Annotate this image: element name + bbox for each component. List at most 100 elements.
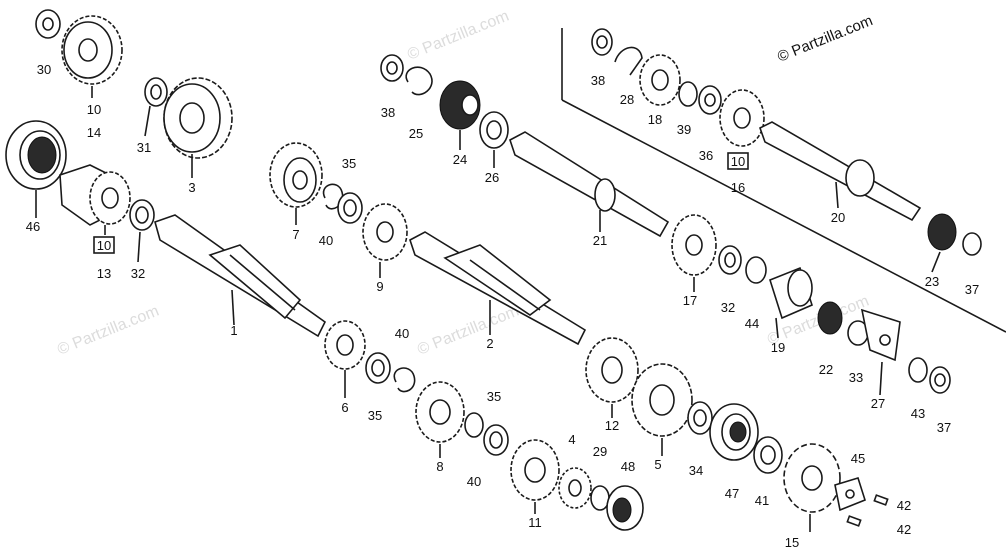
callout-6: 6 [341, 400, 348, 415]
callout-22: 22 [819, 362, 833, 377]
part-31-washer [144, 77, 168, 107]
callout-25: 25 [409, 126, 423, 141]
part-38-washer [380, 54, 404, 82]
parts-layer [5, 9, 982, 532]
part-44-washer [745, 256, 767, 284]
callout-40-top: 40 [319, 233, 333, 248]
callout-30: 30 [37, 62, 51, 77]
leader-lines [35, 86, 941, 532]
callout-35-low: 35 [487, 389, 501, 404]
part-36-washer [698, 85, 722, 115]
callout-45: 45 [851, 451, 865, 466]
callout-labels: 30 10 14 31 3 46 10 13 32 1 38 25 24 26 … [26, 62, 979, 550]
watermark-3: © Partzilla.com [415, 303, 521, 359]
callout-11: 11 [528, 515, 542, 530]
part-12-gear [585, 337, 639, 403]
part-42-bolt-a [873, 494, 889, 506]
callout-38-inset: 38 [591, 73, 605, 88]
part-35-washer [337, 192, 363, 224]
callout-36: 36 [699, 148, 713, 163]
part-24-gear [439, 80, 481, 130]
callout-10-top: 10 [87, 102, 101, 117]
callout-5: 5 [654, 457, 661, 472]
watermark-layer: © Partzilla.com © Partzilla.com © Partzi… [55, 8, 871, 359]
part-10-gear [61, 15, 123, 85]
callout-13: 13 [97, 266, 111, 281]
callout-16: 16 [731, 180, 745, 195]
callout-24: 24 [453, 152, 467, 167]
callout-33: 33 [849, 370, 863, 385]
part-40c-circlip [464, 412, 484, 438]
part-9-gear [362, 203, 408, 261]
callout-20: 20 [831, 210, 845, 225]
callout-15: 15 [785, 535, 799, 550]
callout-19: 19 [771, 340, 785, 355]
part-20-shaft [759, 121, 922, 222]
part-27-arm [860, 308, 901, 362]
part-23-spring [927, 213, 957, 251]
part-3-gear [163, 77, 233, 159]
part-45-plate [834, 477, 866, 512]
part-32b-washer [718, 245, 742, 275]
callout-7: 7 [292, 227, 299, 242]
copyright-text: © Partzilla.com [775, 12, 875, 66]
callout-14: 14 [87, 125, 101, 140]
callout-37-top: 37 [965, 282, 979, 297]
callout-12: 12 [605, 418, 619, 433]
callout-46: 46 [26, 219, 40, 234]
part-5-gear [631, 363, 693, 437]
callout-23: 23 [925, 274, 939, 289]
part-35b-washer [365, 352, 391, 384]
callout-2: 2 [486, 336, 493, 351]
callout-8: 8 [436, 459, 443, 474]
watermark-1: © Partzilla.com [405, 8, 511, 64]
callout-box-10-left [93, 236, 115, 254]
part-4-gear [558, 467, 592, 509]
callout-10-box-inset: 10 [731, 154, 745, 169]
callout-43: 43 [911, 406, 925, 421]
part-2-shaft [409, 231, 587, 346]
callout-39: 39 [677, 122, 691, 137]
part-32-washer [129, 199, 155, 231]
part-34-washer [687, 401, 713, 435]
part-28-spring [614, 46, 643, 76]
part-35c-washer [483, 424, 509, 456]
callout-35-top: 35 [342, 156, 356, 171]
part-42-bolt-b [846, 515, 862, 527]
callout-32-right: 32 [721, 300, 735, 315]
callout-41: 41 [755, 493, 769, 508]
callout-32: 32 [131, 266, 145, 281]
part-21-countershaft [509, 131, 670, 238]
part-26-washer [479, 111, 509, 149]
part-39-washer [678, 81, 698, 107]
part-38b-washer [591, 28, 613, 56]
callout-18: 18 [648, 112, 662, 127]
callout-38: 38 [381, 105, 395, 120]
callout-42-a: 42 [897, 498, 911, 513]
callout-10-box-left: 10 [97, 238, 111, 253]
part-18-gear [639, 54, 681, 106]
part-41-collar [753, 436, 783, 474]
callout-box-10-inset [727, 152, 749, 170]
part-15-sprocket [783, 443, 841, 513]
callout-28: 28 [620, 92, 634, 107]
part-30-washer [35, 9, 61, 39]
part-11-gear [510, 439, 560, 501]
part-1-mainshaft [154, 214, 327, 338]
callout-9: 9 [376, 279, 383, 294]
part-46-bearing [5, 120, 67, 190]
callout-17: 17 [683, 293, 697, 308]
callout-34: 34 [689, 463, 703, 478]
callout-3: 3 [188, 180, 195, 195]
part-48-bearing [606, 485, 644, 531]
callout-35-mid: 35 [368, 408, 382, 423]
part-40-circlip [322, 183, 344, 210]
part-6-gear [324, 320, 366, 370]
callout-47: 47 [725, 486, 739, 501]
callout-4: 4 [568, 432, 575, 447]
part-47-bearing [709, 403, 759, 461]
callout-29: 29 [593, 444, 607, 459]
part-37b-washer [929, 366, 951, 394]
part-40b-circlip [393, 367, 416, 393]
